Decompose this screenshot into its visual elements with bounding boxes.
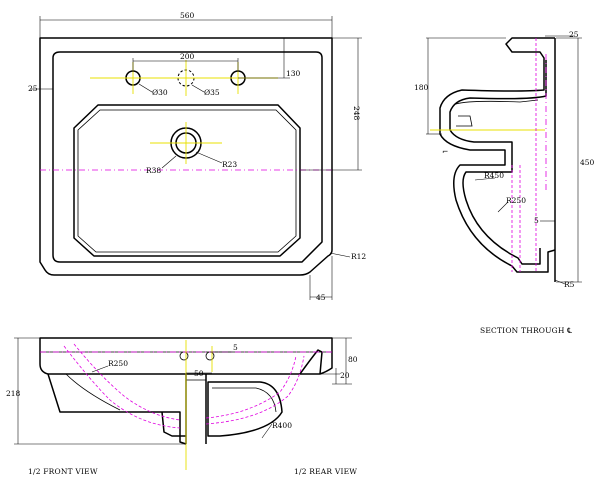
section-inner-detail bbox=[455, 99, 539, 127]
elevation-view: 5 50 R250 80 20 218 R400 1/2 FRONT VIEW … bbox=[6, 337, 358, 476]
leader-d30 bbox=[138, 83, 153, 93]
elev-bowl-left bbox=[47, 373, 187, 445]
dim-5-section: 5 bbox=[534, 216, 539, 225]
section-tick-mark: ⌐ bbox=[442, 147, 448, 156]
elev-magenta-left-2 bbox=[73, 343, 181, 421]
dim-50: 50 bbox=[194, 369, 204, 378]
leader-r400 bbox=[261, 423, 273, 439]
leader-d35 bbox=[191, 84, 205, 93]
label-r12: R12 bbox=[351, 252, 366, 261]
label-d30: Ø30 bbox=[152, 88, 168, 97]
label-d35: Ø35 bbox=[204, 88, 220, 97]
elev-magenta-left bbox=[63, 345, 181, 429]
dim-25-left: 25 bbox=[28, 84, 38, 93]
plan-bowl-outline bbox=[73, 104, 301, 257]
dim-20: 20 bbox=[340, 371, 350, 380]
label-r450: R450 bbox=[484, 171, 504, 180]
dim-200: 200 bbox=[180, 52, 195, 61]
dim-560: 560 bbox=[180, 11, 195, 20]
elev-tap-hole-right bbox=[205, 351, 215, 361]
dim-80: 80 bbox=[348, 355, 358, 364]
caption-rear-view: 1/2 REAR VIEW bbox=[294, 467, 357, 476]
dim-450: 450 bbox=[580, 158, 595, 167]
section-caption: SECTION THROUGH ℄ bbox=[480, 326, 573, 335]
leader-r250 bbox=[497, 201, 509, 213]
leader-r450 bbox=[474, 177, 496, 181]
label-r23: R23 bbox=[222, 160, 237, 169]
dim-130: 130 bbox=[286, 69, 301, 78]
elev-bowl-right bbox=[207, 381, 283, 437]
dim-25-top: 25 bbox=[569, 30, 579, 39]
plan-outer-outline bbox=[39, 37, 333, 276]
label-r250-section: R250 bbox=[506, 196, 526, 205]
dim-180: 180 bbox=[414, 83, 429, 92]
caption-front-view: 1/2 FRONT VIEW bbox=[28, 467, 98, 476]
label-r38: R38 bbox=[146, 166, 161, 175]
leader-r5 bbox=[554, 279, 566, 285]
dim-248: 248 bbox=[352, 106, 361, 121]
leader-r12 bbox=[329, 252, 351, 258]
leader-r38 bbox=[161, 155, 177, 169]
elev-right-wing bbox=[299, 349, 323, 375]
section-inner-profile bbox=[449, 60, 547, 265]
elev-magenta-right-2 bbox=[205, 355, 297, 419]
section-outer-profile bbox=[439, 37, 556, 273]
label-r5: R5 bbox=[564, 280, 575, 289]
label-r400: R400 bbox=[272, 421, 292, 430]
dim-218: 218 bbox=[6, 389, 21, 398]
elev-bowl-right-inner bbox=[212, 387, 277, 413]
dim-5-lower: 5 bbox=[233, 343, 238, 352]
label-r250-lower: R250 bbox=[108, 359, 128, 368]
plan-rim-outline bbox=[52, 51, 323, 263]
plan-view: 560 200 25 130 248 Ø30 Ø35 R23 R38 R12 bbox=[28, 11, 366, 302]
elev-bowl-left-inner bbox=[65, 373, 121, 411]
leader-r250-lower bbox=[91, 365, 109, 373]
elev-tap-hole-left bbox=[179, 351, 189, 361]
plan-bowl-inner bbox=[77, 109, 297, 253]
elev-pedestal-left bbox=[161, 411, 186, 437]
dim-45: 45 bbox=[316, 293, 326, 302]
leader-r23 bbox=[195, 151, 223, 164]
section-view: 25 180 450 R450 R250 5 R5 ⌐ SECTION THRO… bbox=[414, 30, 595, 335]
elev-magenta-right bbox=[205, 355, 305, 425]
